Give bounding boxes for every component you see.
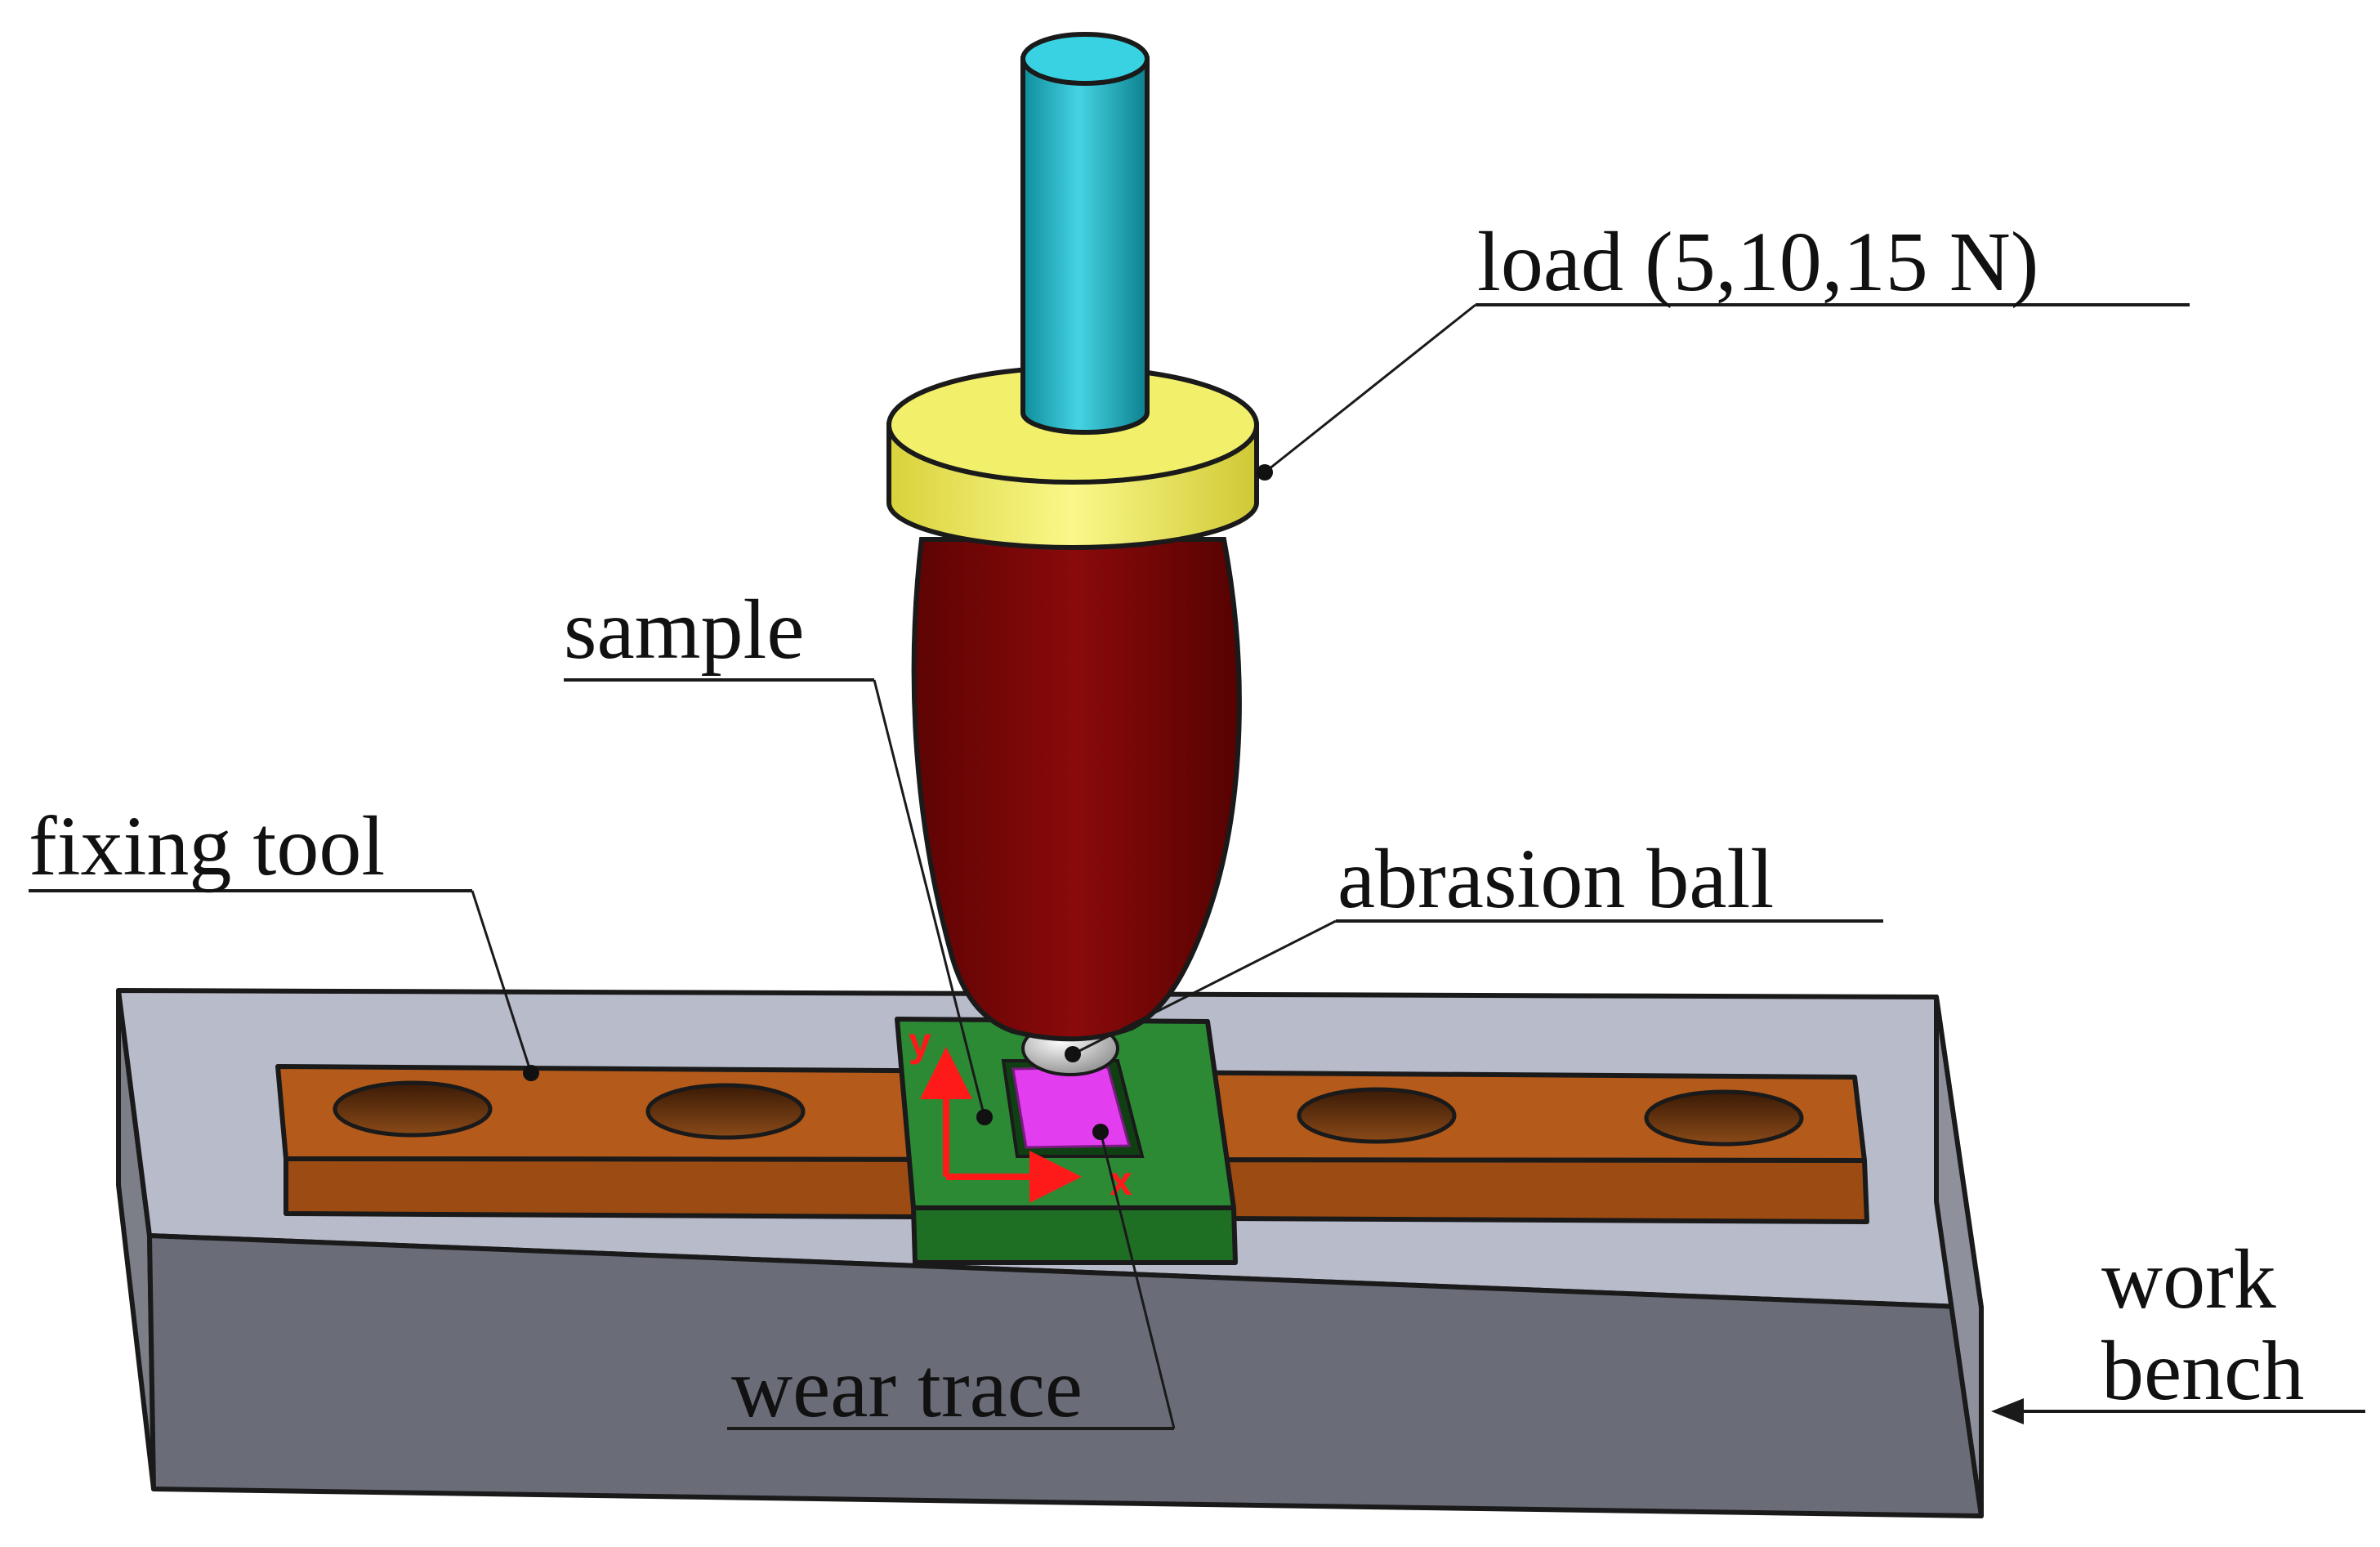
loading-shaft-top <box>1020 32 1150 86</box>
fixing-tool-hole-2 <box>645 1083 806 1140</box>
load-leader-dot <box>1257 464 1273 481</box>
fixing-tool-hole-4 <box>1644 1089 1804 1147</box>
load-leader <box>1264 303 1476 474</box>
abrasion-ball-leader-dot <box>1065 1046 1081 1062</box>
sample-front-face <box>911 1205 1238 1265</box>
abrasion-ball-label: abrasion ball <box>1337 832 1774 926</box>
leader-lines <box>29 303 2365 1430</box>
y-axis-label: y <box>909 1019 931 1065</box>
fixing-tool-hole-1 <box>333 1080 493 1138</box>
wear-trace-surface <box>1011 1066 1131 1149</box>
loading-shaft-body <box>1020 56 1150 435</box>
fixing-tool-leader-dot <box>523 1065 539 1081</box>
loading-shaft <box>1020 32 1150 435</box>
wear-trace-label: wear trace <box>731 1341 1083 1435</box>
sample-label: sample <box>564 583 805 677</box>
labels: load (5,10,15 N) sample fixing tool abra… <box>29 215 2304 1435</box>
abrasion-ball-leader <box>1072 919 1337 1056</box>
fixing-tool-leader <box>471 890 533 1074</box>
work-bench-right-face <box>1934 995 1984 1518</box>
wear-trace-leader <box>1099 1131 1176 1429</box>
work-label: work <box>2101 1232 2276 1326</box>
bench-label: bench <box>2101 1324 2304 1418</box>
wear-trace-leader-dot <box>1092 1124 1109 1140</box>
coordinate-axes: x y <box>909 1019 1132 1204</box>
ball-holder <box>911 537 1242 1042</box>
load-label: load (5,10,15 N) <box>1477 215 2038 309</box>
sample-leader-dot <box>976 1109 993 1125</box>
fixing-tool-label: fixing tool <box>29 799 385 893</box>
fixing-tool <box>275 1064 1869 1224</box>
fixing-tool-hole-3 <box>1297 1087 1457 1144</box>
sample-leader <box>873 679 986 1118</box>
